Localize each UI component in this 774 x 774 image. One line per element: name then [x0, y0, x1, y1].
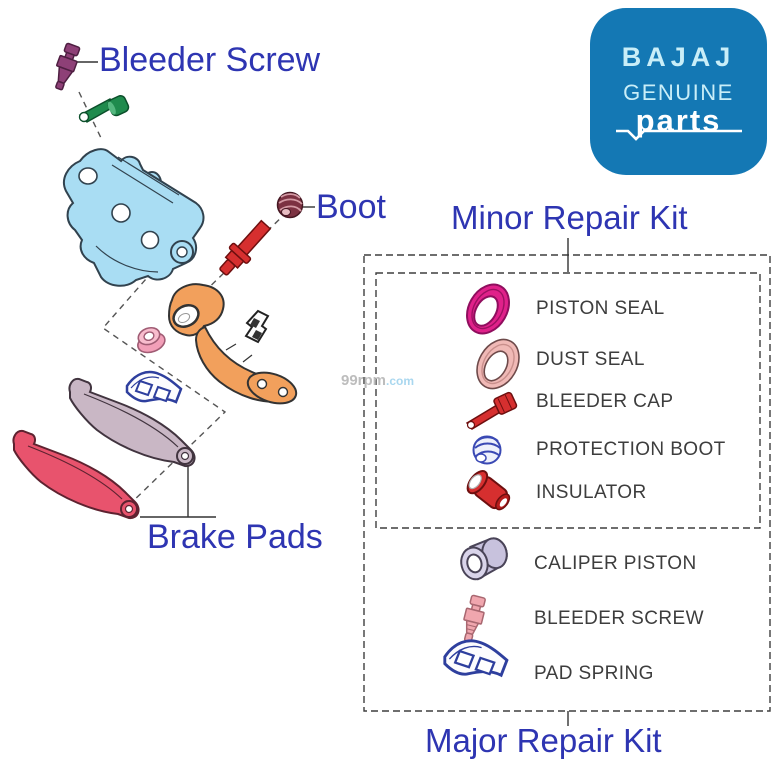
major-item-label: CALIPER PISTON: [534, 553, 697, 574]
callout-boot: Boot: [316, 188, 386, 226]
washer: [137, 326, 166, 354]
caliper-body: [62, 148, 205, 287]
watermark-suffix: .com: [386, 374, 415, 388]
bleeder-screw-part: [55, 42, 81, 91]
callout-lines: [76, 61, 569, 726]
logo-genuine-text: GENUINE: [623, 80, 734, 105]
callout-bleeder-screw: Bleeder Screw: [99, 41, 321, 79]
logo-underline-chevron-icon: [616, 129, 742, 141]
major-item-label: PAD SPRING: [534, 663, 654, 684]
major-kit-title: Major Repair Kit: [425, 722, 662, 759]
insulator-icon: [466, 470, 511, 511]
retainer-clip: [244, 309, 270, 344]
watermark-prefix: 99rpm: [341, 372, 387, 389]
piston-seal-icon: [466, 283, 510, 335]
minor-kit-box: [375, 272, 761, 529]
major-kit-box: [363, 254, 771, 712]
bleeder-cap-icon: [465, 391, 518, 430]
bleeder-cap-lever: [78, 95, 130, 123]
minor-item-label: PISTON SEAL: [536, 298, 665, 319]
bajaj-genuine-parts-logo: BAJAJ GENUINE parts: [590, 8, 767, 175]
caliper-bracket: [167, 283, 298, 405]
minor-item-label: DUST SEAL: [536, 349, 645, 370]
dust-seal-icon: [476, 338, 520, 390]
minor-item-label: PROTECTION BOOT: [536, 439, 726, 460]
minor-kit-title: Minor Repair Kit: [451, 199, 688, 236]
minor-item-label: BLEEDER CAP: [536, 391, 674, 412]
pad-spring-icon: [443, 639, 509, 677]
logo-brand-text: BAJAJ: [621, 42, 736, 72]
brake-pad-gray: [68, 377, 196, 468]
caliper-piston-icon: [460, 537, 508, 581]
watermark: 99rpm.com: [341, 373, 414, 388]
major-item-label: BLEEDER SCREW: [534, 608, 704, 629]
boot-part: [276, 191, 304, 219]
protection-boot-icon: [472, 435, 502, 465]
brake-pad-red: [12, 429, 140, 520]
callout-brake-pads: Brake Pads: [147, 518, 323, 556]
pad-spring-part: [125, 370, 183, 404]
bleeder-screw-pink-icon: [463, 594, 486, 643]
minor-item-label: INSULATOR: [536, 482, 647, 503]
slide-pin: [219, 219, 272, 276]
